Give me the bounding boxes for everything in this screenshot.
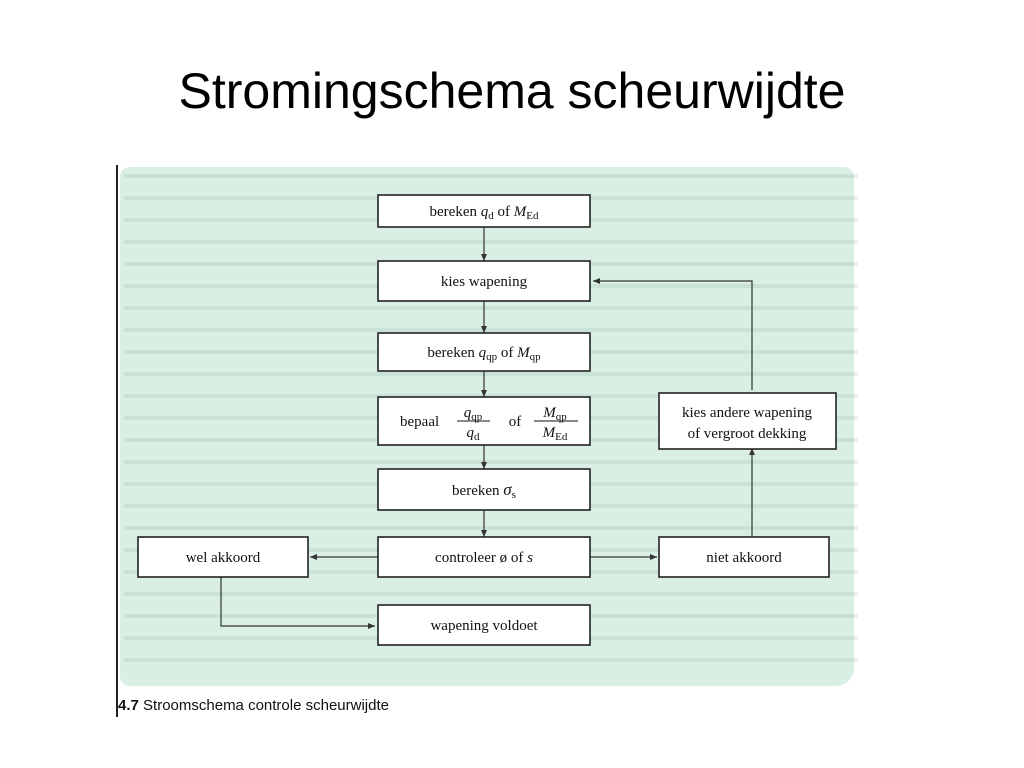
node-bereken-qqp-label: bereken qqp of Mqp [427, 345, 541, 363]
node-wel-akkoord: wel akkoord [137, 536, 309, 578]
figure-number: 4.7 [118, 697, 139, 714]
node-bereken-qd: bereken qd of MEd [377, 194, 591, 228]
node-bepaal: bepaal qqp qd of Mqp MEd [377, 396, 591, 446]
node-bereken-qd-label: bereken qd of MEd [430, 204, 539, 222]
node-controleer-label: controleer ø of s [435, 550, 533, 566]
node-wapening-voldoet: wapening voldoet [377, 604, 591, 646]
node-bereken-sigma-label: bereken σs [452, 480, 516, 501]
figure-caption: 4.7 Stroomschema controle scheurwijdte [118, 697, 389, 714]
left-margin-rule [116, 165, 118, 717]
node-kies-andere-line1: kies andere wapening [682, 405, 812, 421]
flowchart-diagram: bereken qd of MEd kies wapening bereken … [137, 194, 837, 646]
figure-caption-text: Stroomschema controle scheurwijdte [143, 697, 389, 714]
flowchart-figure: bereken qd of MEd kies wapening bereken … [116, 163, 858, 720]
fraction-2-denominator: MEd [542, 425, 568, 443]
node-bereken-qqp: bereken qqp of Mqp [377, 332, 591, 372]
node-wel-akkoord-label: wel akkoord [186, 550, 261, 566]
fraction-2-numerator: Mqp [542, 405, 567, 423]
node-bepaal-of: of [509, 414, 522, 430]
node-controleer: controleer ø of s [377, 536, 591, 578]
arrow-kies-andere-to-kies [593, 278, 753, 390]
node-kies-wapening: kies wapening [377, 260, 591, 302]
node-bereken-sigma: bereken σs [377, 468, 591, 511]
slide-title: Stromingschema scheurwijdte [178, 63, 846, 119]
node-kies-andere-wapening: kies andere wapening of vergroot dekking [658, 392, 837, 450]
node-wapening-voldoet-label: wapening voldoet [430, 618, 538, 634]
fraction-1-numerator: qqp [464, 405, 483, 423]
node-kies-andere-line2: of vergroot dekking [688, 426, 807, 442]
fraction-1-denominator: qd [467, 425, 481, 443]
node-kies-wapening-label: kies wapening [441, 274, 528, 290]
node-niet-akkoord: niet akkoord [658, 536, 830, 578]
node-bepaal-prefix: bepaal [400, 414, 439, 430]
node-niet-akkoord-label: niet akkoord [706, 550, 782, 566]
arrow-wel-to-voldoet [220, 577, 375, 629]
